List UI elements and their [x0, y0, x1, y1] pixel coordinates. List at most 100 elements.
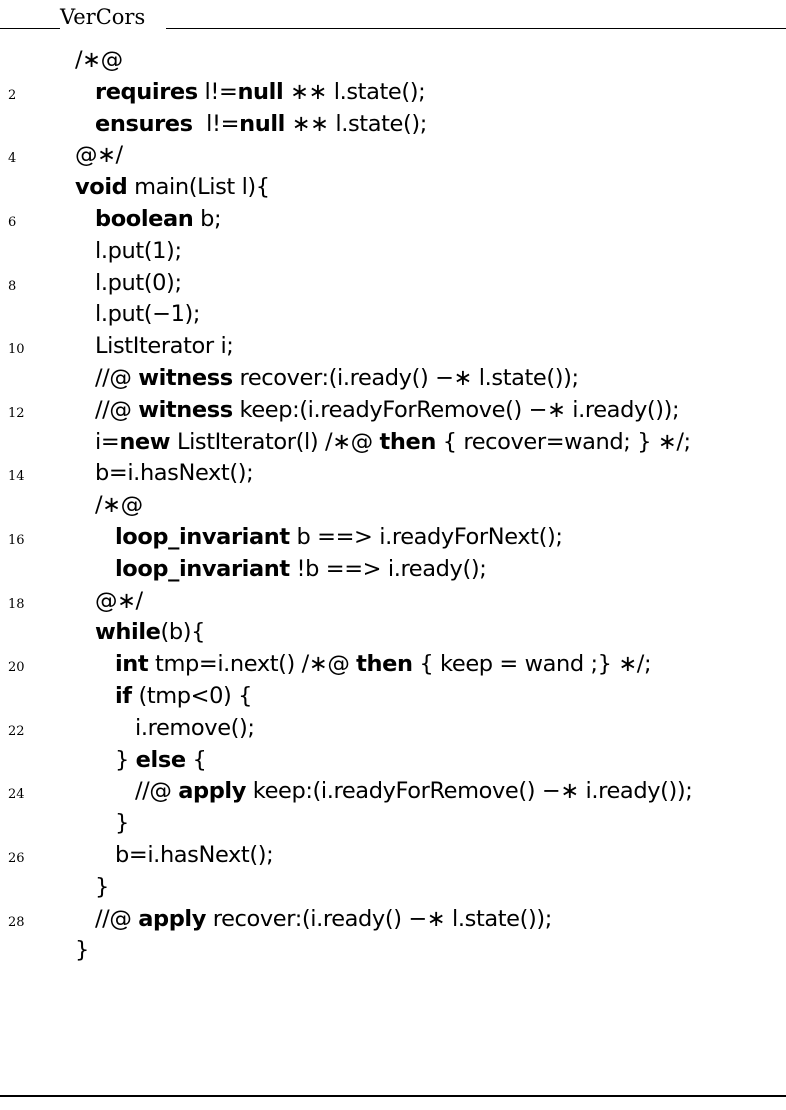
- code-token: //@: [135, 778, 179, 805]
- code-line: /∗@: [0, 45, 786, 77]
- code-token: }: [115, 810, 129, 837]
- keyword: loop_invariant: [115, 555, 290, 582]
- line-text: //@ witness recover:(i.ready() −∗ l.stat…: [95, 363, 579, 395]
- line-text: @∗/: [75, 140, 123, 172]
- keyword: null: [237, 78, 284, 105]
- code-line: loop_invariant !b ==> i.ready();: [0, 554, 786, 586]
- line-text: l.put(0);: [95, 268, 182, 300]
- keyword: void: [75, 174, 128, 201]
- bottom-rule: [0, 1095, 786, 1097]
- code-line: 4@∗/: [0, 140, 786, 172]
- code-token: (tmp<0) {: [131, 682, 253, 709]
- listing-caption: VerCors: [60, 5, 146, 29]
- code-token: tmp=i.next() /∗@: [148, 651, 357, 678]
- line-text: requires l!=null ∗∗ l.state();: [95, 77, 426, 109]
- code-line: }: [0, 808, 786, 840]
- line-text: //@ apply keep:(i.readyForRemove() −∗ i.…: [135, 776, 693, 808]
- code-line: 12//@ witness keep:(i.readyForRemove() −…: [0, 395, 786, 427]
- code-line: 14 b=i.hasNext();: [0, 458, 786, 490]
- code-line: 26 b=i.hasNext();: [0, 840, 786, 872]
- code-line: 24 //@ apply keep:(i.readyForRemove() −∗ …: [0, 776, 786, 808]
- line-text: int tmp=i.next() /∗@ then { keep = wand …: [115, 649, 652, 681]
- code-line: /∗@: [0, 490, 786, 522]
- keyword: new: [119, 428, 171, 455]
- code-token: i=: [95, 428, 120, 455]
- keyword: int: [115, 651, 149, 678]
- code-token: l!=: [192, 110, 240, 137]
- code-token: (b){: [160, 619, 206, 646]
- line-number: 14: [8, 469, 25, 485]
- code-line: 6 boolean b;: [0, 204, 786, 236]
- line-text: void main(List l){: [75, 172, 270, 204]
- line-text: l.put(−1);: [95, 299, 200, 331]
- code-token: }: [75, 937, 89, 964]
- code-line: 28//@ apply recover:(i.ready() −∗ l.stat…: [0, 904, 786, 936]
- listing-header: VerCors: [0, 4, 786, 30]
- line-text: l.put(1);: [95, 236, 182, 268]
- keyword: requires: [95, 78, 198, 105]
- code-token: keep:(i.readyForRemove() −∗ i.ready());: [246, 778, 693, 805]
- line-number: 26: [8, 850, 25, 866]
- code-token: //@: [95, 364, 139, 391]
- keyword: boolean: [95, 205, 194, 232]
- line-text: ensures l!=null ∗∗ l.state();: [95, 109, 427, 141]
- code-token: l.put(−1);: [95, 301, 201, 328]
- code-token: recover:(i.ready() −∗ l.state());: [232, 364, 580, 391]
- code-token: @∗/: [95, 587, 143, 614]
- line-number: 20: [8, 660, 25, 676]
- header-rule-right: [166, 28, 786, 29]
- line-text: loop_invariant !b ==> i.ready();: [115, 554, 487, 586]
- line-text: //@ witness keep:(i.readyForRemove() −∗ …: [95, 395, 680, 427]
- code-line: l.put(1);: [0, 236, 786, 268]
- line-text: i=new ListIterator(l) /∗@ then { recover…: [95, 427, 691, 459]
- line-number: 6: [8, 214, 17, 230]
- line-number: 22: [8, 723, 25, 739]
- code-token: }: [115, 746, 136, 773]
- line-text: }: [115, 808, 129, 840]
- code-line: //@ witness recover:(i.ready() −∗ l.stat…: [0, 363, 786, 395]
- line-text: b=i.hasNext();: [95, 458, 254, 490]
- line-text: while(b){: [95, 617, 205, 649]
- line-text: } else {: [115, 745, 207, 777]
- header-rule-left: [0, 28, 60, 29]
- line-number: 24: [8, 787, 25, 803]
- line-text: }: [75, 935, 89, 967]
- line-number: 18: [8, 596, 25, 612]
- code-token: ∗∗ l.state();: [284, 110, 428, 137]
- keyword: apply: [178, 778, 246, 805]
- line-text: @∗/: [95, 586, 143, 618]
- keyword: then: [379, 428, 437, 455]
- line-number: 8: [8, 278, 17, 294]
- line-number: 10: [8, 342, 25, 358]
- code-token: /∗@: [75, 47, 123, 73]
- code-token: l!=: [197, 78, 238, 105]
- code-token: {: [185, 746, 207, 773]
- code-line: 20 int tmp=i.next() /∗@ then { keep = wan…: [0, 649, 786, 681]
- code-token: keep:(i.readyForRemove() −∗ i.ready());: [232, 396, 680, 423]
- code-token: !b ==> i.ready();: [289, 555, 487, 582]
- line-text: b=i.hasNext();: [115, 840, 274, 872]
- line-text: /∗@: [75, 45, 123, 77]
- code-line: 16 loop_invariant b ==> i.readyForNext();: [0, 522, 786, 554]
- keyword: else: [135, 746, 186, 773]
- line-number: 16: [8, 532, 25, 548]
- code-token: b ==> i.readyForNext();: [289, 523, 563, 550]
- keyword: witness: [138, 364, 233, 391]
- code-line: void main(List l){: [0, 172, 786, 204]
- keyword: if: [115, 682, 132, 709]
- code-token: //@: [95, 905, 139, 932]
- code-token: b;: [193, 205, 222, 232]
- code-line: } else {: [0, 745, 786, 777]
- code-token: /∗@: [95, 492, 143, 519]
- code-line: ensures l!=null ∗∗ l.state();: [0, 109, 786, 141]
- keyword: while: [95, 619, 161, 646]
- code-line: }: [0, 872, 786, 904]
- keyword: null: [239, 110, 285, 137]
- code-token: ListIterator(l) /∗@: [170, 428, 380, 455]
- line-text: /∗@: [95, 490, 143, 522]
- keyword: loop_invariant: [115, 523, 290, 550]
